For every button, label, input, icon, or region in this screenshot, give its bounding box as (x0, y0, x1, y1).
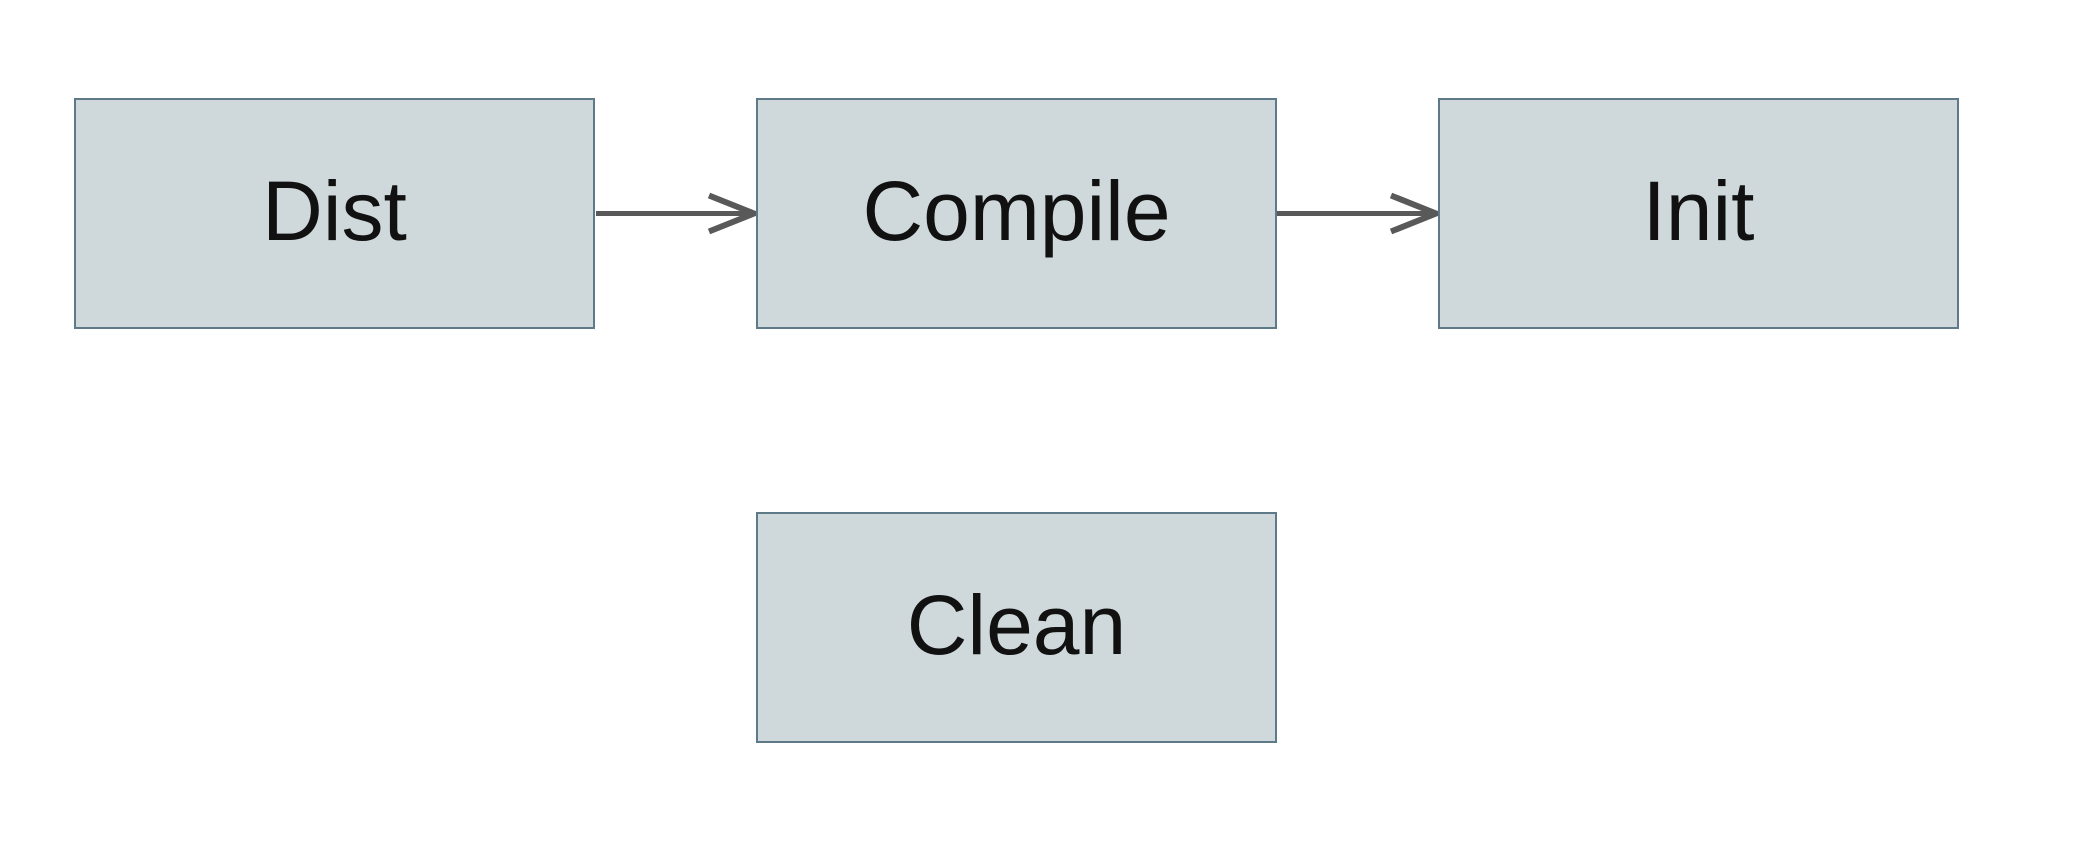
node-init[interactable]: Init (1438, 98, 1959, 329)
node-compile-label: Compile (862, 163, 1171, 258)
node-compile[interactable]: Compile (756, 98, 1277, 329)
node-clean-label: Clean (906, 577, 1127, 672)
node-dist-label: Dist (262, 163, 407, 258)
node-dist[interactable]: Dist (74, 98, 595, 329)
node-init-label: Init (1642, 163, 1755, 258)
node-clean[interactable]: Clean (756, 512, 1277, 743)
